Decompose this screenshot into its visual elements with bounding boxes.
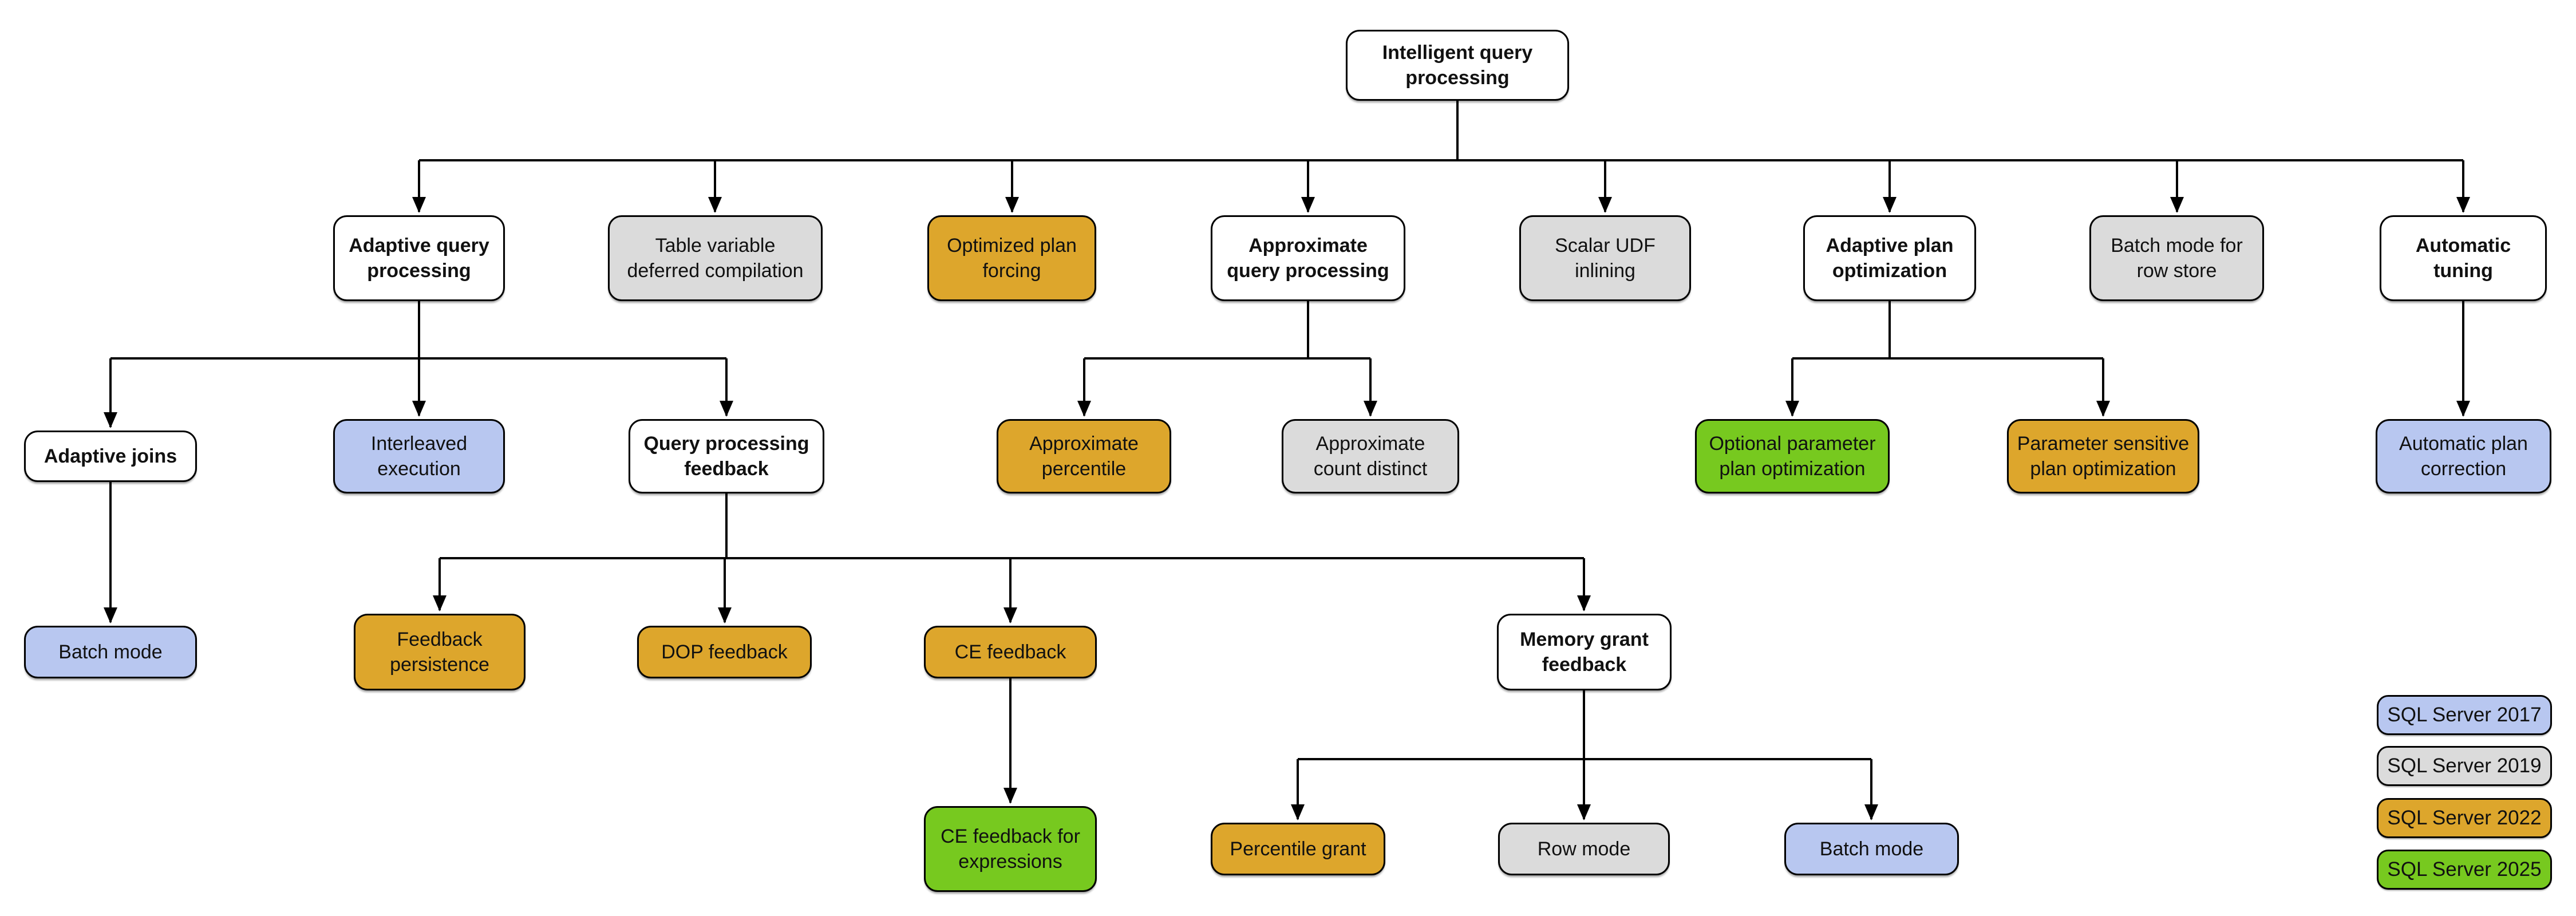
node-query-processing-feedback: Query processing feedback [629,419,824,493]
node-approximate-count-distinct: Approximate count distinct [1282,419,1459,493]
node-table-variable-deferred-compilation: Table variable deferred compilation [608,215,823,301]
edge [440,493,1584,559]
node-parameter-sensitive-plan-optimization: Parameter sensitive plan optimization [2007,419,2199,493]
node-batch-mode-for-row-store: Batch mode for row store [2089,215,2264,301]
node-scalar-udf-inlining: Scalar UDF inlining [1519,215,1691,301]
edge [110,301,726,360]
node-adaptive-plan-optimization: Adaptive plan optimization [1803,215,1976,301]
node-ce-feedback-for-expressions: CE feedback for expressions [924,806,1097,892]
legend-sql-server-2022: SQL Server 2022 [2377,798,2552,838]
node-interleaved-execution: Interleaved execution [333,419,505,493]
legend-sql-server-2019: SQL Server 2019 [2377,746,2552,786]
node-batch-mode-memory-grant: Batch mode [1784,823,1959,875]
edge [1298,690,1871,760]
node-dop-feedback: DOP feedback [637,626,812,678]
node-automatic-plan-correction: Automatic plan correction [2376,419,2551,493]
node-approximate-query-processing: Approximate query processing [1211,215,1405,301]
node-adaptive-query-processing: Adaptive query processing [333,215,505,301]
legend-sql-server-2017: SQL Server 2017 [2377,695,2552,735]
node-ce-feedback: CE feedback [924,626,1097,678]
edge [1792,301,2103,360]
node-feedback-persistence: Feedback persistence [354,614,526,690]
node-percentile-grant: Percentile grant [1211,823,1385,875]
node-batch-mode-adaptive-joins: Batch mode [24,626,197,678]
node-memory-grant-feedback: Memory grant feedback [1497,614,1672,690]
node-optimized-plan-forcing: Optimized plan forcing [927,215,1096,301]
node-row-mode: Row mode [1498,823,1670,875]
edge [419,101,2463,161]
node-intelligent-query-processing: Intelligent query processing [1346,30,1569,101]
node-adaptive-joins: Adaptive joins [24,431,197,482]
legend-sql-server-2025: SQL Server 2025 [2377,850,2552,890]
node-automatic-tuning: Automatic tuning [2380,215,2547,301]
node-approximate-percentile: Approximate percentile [997,419,1171,493]
edge [1084,301,1370,360]
node-optional-parameter-plan-optimization: Optional parameter plan optimization [1695,419,1890,493]
